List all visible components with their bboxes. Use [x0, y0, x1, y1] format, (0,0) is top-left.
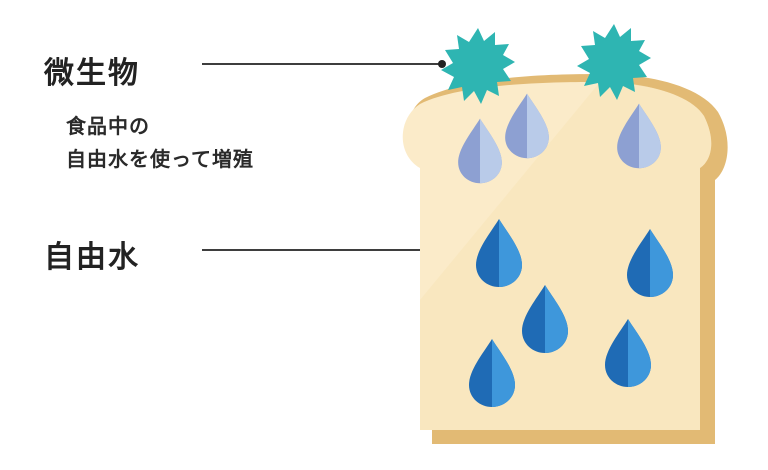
microbe-note: 食品中の 自由水を使って増殖 — [66, 110, 254, 176]
microbe-label: 微生物 — [44, 56, 140, 91]
microbe-icon — [441, 28, 515, 104]
free-water-label: 自由水 — [44, 240, 140, 275]
microbe-note-line1: 食品中の — [66, 114, 150, 138]
microbe-leader-dot — [438, 60, 446, 68]
bread-slice-icon — [402, 74, 728, 444]
microbe-note-line2: 自由水を使って増殖 — [66, 147, 254, 171]
